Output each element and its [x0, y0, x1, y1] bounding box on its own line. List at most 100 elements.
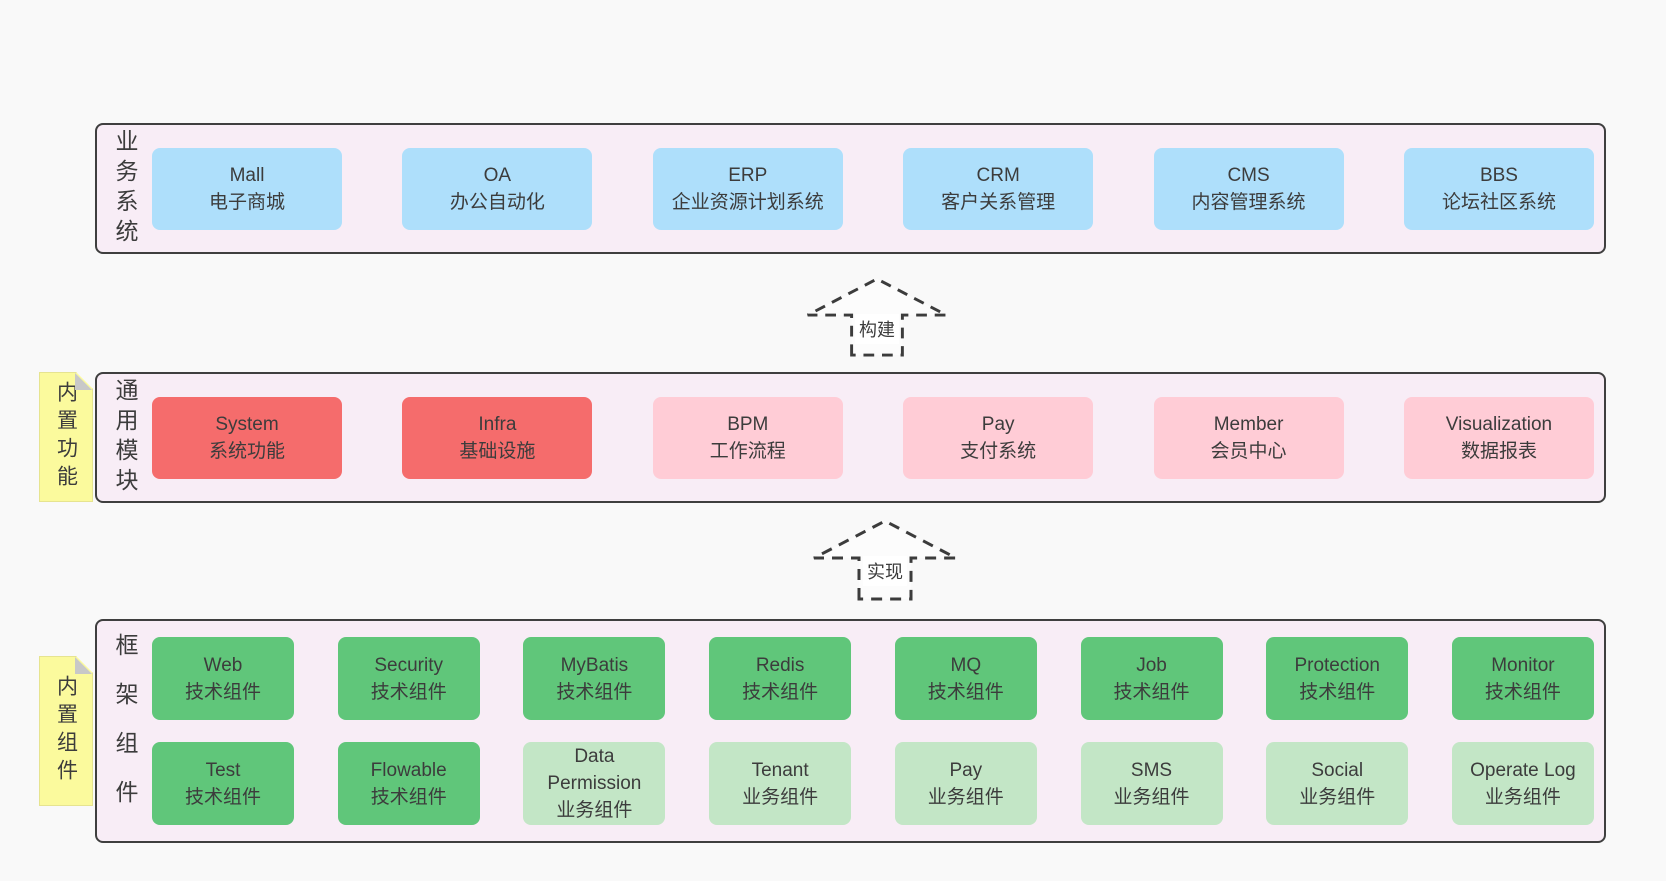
node-desc: 客户关系管理 [941, 191, 1056, 213]
node-name: Mall [229, 164, 265, 186]
node-desc: 技术组件 [370, 786, 447, 808]
note-text: 内置组件 [54, 675, 78, 787]
node-desc: 论坛社区系统 [1441, 191, 1556, 213]
node-erp: ERP 企业资源计划系统 [652, 147, 843, 230]
node-name: Flowable [370, 759, 447, 781]
note-text: 内置功能 [54, 381, 78, 493]
node-name: Infra [478, 413, 517, 435]
node-mall: Mall 电子商城 [152, 147, 342, 230]
node-mybatis: MyBatis 技术组件 [523, 637, 666, 720]
node-desc: 系统功能 [208, 440, 285, 462]
node-monitor: Monitor 技术组件 [1451, 637, 1594, 720]
node-name: Member [1213, 413, 1284, 435]
node-bbs: BBS 论坛社区系统 [1403, 147, 1594, 230]
node-name: ERP [728, 164, 768, 186]
node-desc: 技术组件 [556, 681, 633, 703]
node-social: Social 业务组件 [1266, 742, 1409, 825]
common-modules-row: System 系统功能 Infra 基础设施 BPM 工作流程 Pay 支付系统… [152, 374, 1604, 501]
node-desc: 会员中心 [1210, 440, 1287, 462]
node-tenant: Tenant 业务组件 [709, 742, 852, 825]
node-flowable: Flowable 技术组件 [337, 742, 480, 825]
node-name: OA [483, 164, 512, 186]
node-mq: MQ 技术组件 [894, 637, 1037, 720]
node-desc: 技术组件 [1299, 681, 1376, 703]
node-test: Test 技术组件 [152, 742, 294, 825]
node-desc: 基础设施 [459, 440, 536, 462]
node-desc: 技术组件 [184, 681, 261, 703]
node-infra: Infra 基础设施 [402, 396, 593, 479]
build-arrow: 构建 [802, 276, 952, 358]
node-name: Tenant [751, 759, 809, 781]
implement-arrow: 实现 [810, 518, 960, 602]
node-member: Member 会员中心 [1153, 396, 1344, 479]
node-redis: Redis 技术组件 [709, 637, 852, 720]
node-desc: 业务组件 [1299, 786, 1376, 808]
node-name: Operate Log [1470, 759, 1576, 781]
note-fold-corner-icon [75, 657, 92, 674]
node-visualization: Visualization 数据报表 [1403, 396, 1594, 479]
node-name: Monitor [1491, 654, 1555, 676]
band-label-framework-components: 框架组件 [112, 633, 138, 829]
implement-arrow-label: 实现 [863, 556, 907, 586]
band-label-common-modules: 通用模块 [112, 377, 138, 498]
node-pay-biz: Pay 业务组件 [894, 742, 1037, 825]
node-desc: 办公自动化 [449, 191, 545, 213]
node-name: Web [203, 654, 243, 676]
node-desc: 电子商城 [208, 191, 285, 213]
band-label-column: 框架组件 [97, 621, 152, 841]
common-modules-band: 通用模块 System 系统功能 Infra 基础设施 BPM 工作流程 Pay… [95, 372, 1606, 503]
node-sms: SMS 业务组件 [1080, 742, 1223, 825]
node-pay: Pay 支付系统 [903, 396, 1094, 479]
node-cms: CMS 内容管理系统 [1153, 147, 1344, 230]
business-systems-band: 业务系统 Mall 电子商城 OA 办公自动化 ERP 企业资源计划系统 CRM… [95, 123, 1606, 254]
node-name: BBS [1479, 164, 1518, 186]
node-desc: 技术组件 [1113, 681, 1190, 703]
node-desc: 数据报表 [1460, 440, 1537, 462]
sticky-note-built-in-components: 内置组件 [39, 656, 93, 806]
band-label-business-systems: 业务系统 [112, 128, 138, 249]
node-name: Security [374, 654, 444, 676]
node-protection: Protection 技术组件 [1266, 637, 1409, 720]
node-name: CMS [1227, 164, 1270, 186]
node-name: Test [205, 759, 241, 781]
node-name: Social [1311, 759, 1364, 781]
node-name: Job [1136, 654, 1167, 676]
node-name: MyBatis [560, 654, 629, 676]
node-name: Pay [949, 759, 983, 781]
node-name: Pay [981, 413, 1015, 435]
node-desc: 技术组件 [742, 681, 819, 703]
node-desc: 工作流程 [709, 440, 786, 462]
node-desc: 业务组件 [742, 786, 819, 808]
node-web: Web 技术组件 [152, 637, 294, 720]
note-fold-corner-icon [75, 373, 92, 390]
node-desc: 业务组件 [556, 800, 633, 821]
node-data-permission: Data Permission 业务组件 [523, 742, 666, 825]
node-desc: 业务组件 [1484, 786, 1561, 808]
node-name: Redis [755, 654, 805, 676]
node-name: MQ [950, 654, 982, 676]
node-desc: 内容管理系统 [1191, 191, 1306, 213]
band-label-column: 通用模块 [97, 374, 152, 501]
node-name: BPM [727, 413, 769, 435]
node-operate-log: Operate Log 业务组件 [1451, 742, 1594, 825]
node-desc: 业务组件 [927, 786, 1004, 808]
build-arrow-label: 构建 [855, 314, 899, 344]
node-job: Job 技术组件 [1080, 637, 1223, 720]
node-name: SMS [1130, 759, 1173, 781]
framework-components-row-1: Web 技术组件 Security 技术组件 MyBatis 技术组件 Redi… [152, 637, 1594, 720]
node-name: Data Permission [547, 746, 642, 794]
node-desc: 企业资源计划系统 [671, 191, 824, 213]
node-name: System [215, 413, 279, 435]
node-security: Security 技术组件 [337, 637, 480, 720]
band-label-column: 业务系统 [97, 125, 152, 252]
sticky-note-built-in-features: 内置功能 [39, 372, 93, 502]
framework-components-row-2: Test 技术组件 Flowable 技术组件 Data Permission … [152, 742, 1594, 825]
node-desc: 技术组件 [184, 786, 261, 808]
framework-components-band: 框架组件 Web 技术组件 Security 技术组件 MyBatis 技术组件… [95, 619, 1606, 843]
node-name: Protection [1294, 654, 1380, 676]
node-crm: CRM 客户关系管理 [903, 147, 1094, 230]
node-name: Visualization [1445, 413, 1553, 435]
node-desc: 技术组件 [370, 681, 447, 703]
node-system: System 系统功能 [152, 396, 342, 479]
